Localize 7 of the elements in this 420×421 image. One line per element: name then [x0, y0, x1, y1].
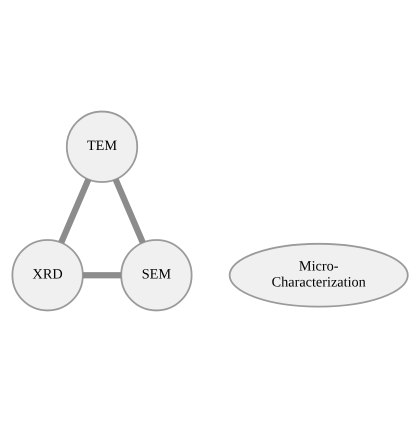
node-circle: SEM — [120, 238, 193, 311]
connector — [82, 272, 122, 278]
node-ellipse: Micro- Characterization — [228, 242, 409, 307]
node-circle: TEM — [66, 110, 138, 182]
node-circle: XRD — [12, 238, 84, 311]
connector — [58, 178, 92, 244]
connector — [112, 178, 146, 244]
